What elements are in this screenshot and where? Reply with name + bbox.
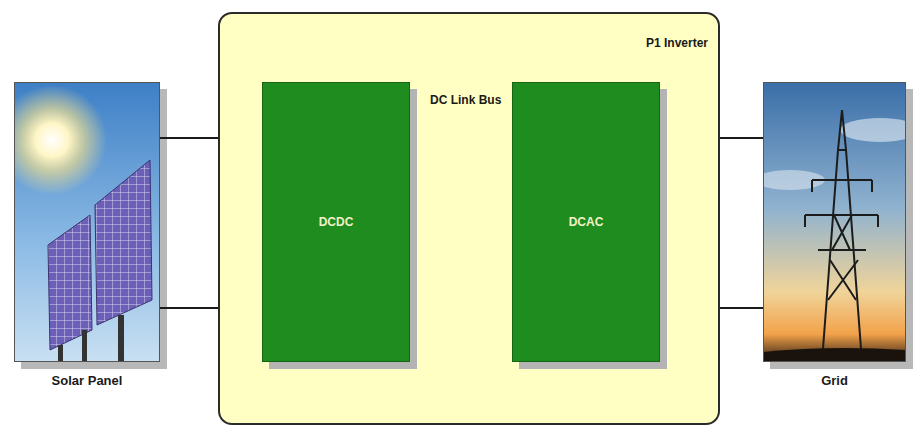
converter-block: DCDC (262, 82, 410, 362)
node-label: P1 Inverter (646, 36, 708, 50)
node-label: DCDC (319, 215, 354, 229)
node-label: Solar Panel (52, 373, 123, 388)
converter-block: DCAC (512, 82, 660, 362)
inverter-housing: P1 InverterDCDC DCAC (218, 12, 720, 425)
bus-label: DC Link Bus (430, 93, 501, 107)
solar-panel-picture: Solar Panel (14, 82, 160, 362)
node-label: DCAC (569, 215, 604, 229)
grid-picture: Grid (763, 82, 906, 362)
node-label: Grid (821, 373, 848, 388)
